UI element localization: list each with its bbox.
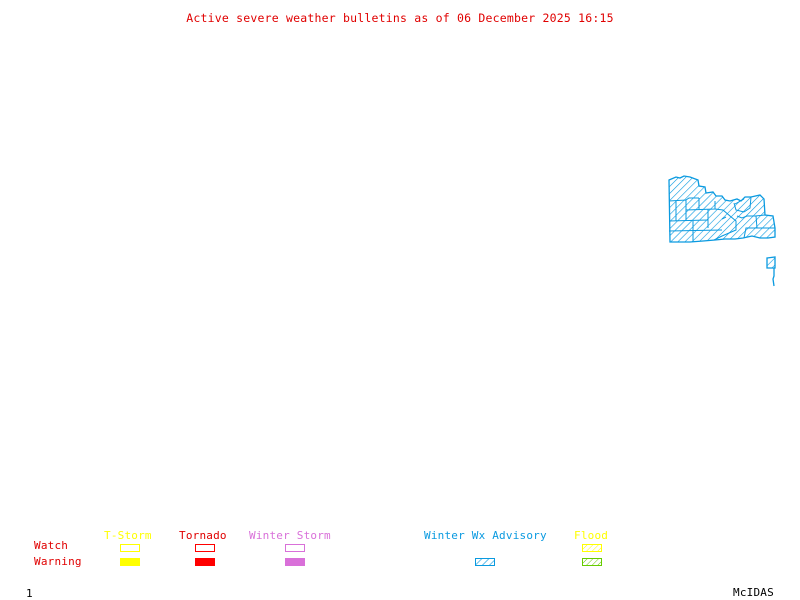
legend-winter-wx-advisory-warning-swatch: [475, 558, 495, 566]
legend-tstorm-watch-swatch: [120, 544, 140, 552]
software-label: McIDAS: [733, 586, 774, 599]
county-line: [668, 219, 709, 222]
county-line: [668, 229, 723, 232]
legend-winter-storm-watch-swatch: [285, 544, 305, 552]
county-line: [685, 197, 699, 201]
county-line: [743, 196, 752, 213]
county-line: [736, 214, 766, 219]
legend-winter-storm-label: Winter Storm: [249, 529, 331, 542]
legend-watch-label: Watch: [34, 539, 69, 552]
county-line: [733, 202, 745, 213]
county-line: [721, 216, 727, 220]
advisory-fragment: [766, 256, 776, 269]
legend-tornado-label: Tornado: [179, 529, 227, 542]
county-line: [713, 208, 737, 241]
legend-tstorm-warning-swatch: [120, 558, 140, 566]
legend-warning-label: Warning: [34, 555, 82, 568]
legend-winter-wx-advisory-label: Winter Wx Advisory: [424, 529, 547, 542]
legend-tornado-warning-swatch: [195, 558, 215, 566]
legend-tornado-watch-swatch: [195, 544, 215, 552]
legend-tstorm-label: T-Storm: [104, 529, 152, 542]
county-line: [743, 227, 757, 239]
county-line: [734, 198, 745, 205]
advisory-region-outline: [668, 175, 776, 243]
legend-flood-warning-swatch: [582, 558, 602, 566]
legend-winter-storm-warning-swatch: [285, 558, 305, 566]
winter-wx-advisory-area: [668, 175, 776, 243]
winter-wx-advisory-area-east: [766, 256, 776, 287]
frame-number: 1: [26, 587, 33, 600]
advisory-fragment-boundary: [772, 268, 775, 287]
bulletin-title: Active severe weather bulletins as of 06…: [186, 11, 614, 25]
legend-flood-label: Flood: [574, 529, 609, 542]
legend-flood-watch-swatch: [582, 544, 602, 552]
